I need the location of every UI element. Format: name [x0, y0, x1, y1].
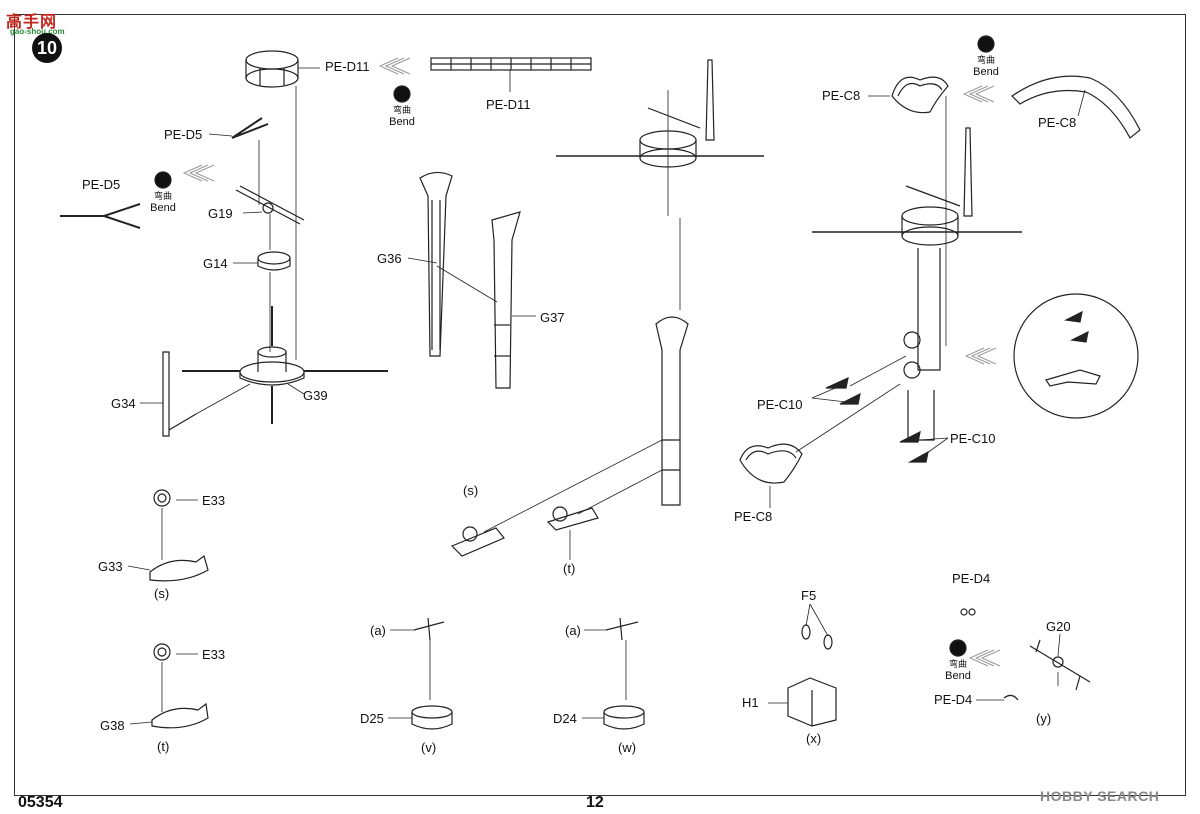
g37-part — [491, 211, 521, 389]
label-h1: H1 — [742, 695, 759, 710]
label-pe-c10-left: PE-C10 — [757, 397, 803, 412]
watermark: HOBBY SEARCH — [1040, 788, 1160, 804]
g39-part — [182, 306, 388, 424]
label-d24: D24 — [553, 711, 577, 726]
bend-arrow-d11 — [378, 57, 411, 75]
pe-c8-strip-part — [1011, 75, 1141, 139]
bend-note-cn: 弯曲 — [392, 105, 411, 115]
bend-note-cn: 弯曲 — [153, 191, 172, 201]
label-sub-v: (v) — [421, 740, 437, 755]
label-sub-a1: (a) — [370, 623, 386, 638]
bend-note-d5: 弯曲 Bend — [138, 190, 188, 214]
pe-d11-strip-part — [430, 57, 592, 71]
bend-note-d11: 弯曲 Bend — [377, 104, 427, 128]
bend-note-cn: 弯曲 — [948, 659, 967, 669]
label-e33-b: E33 — [202, 647, 226, 662]
pe-c8-top-part — [891, 76, 949, 114]
label-sub-x: (x) — [806, 731, 822, 746]
label-pe-d4-bottom: PE-D4 — [934, 692, 973, 707]
label-pe-d4-top: PE-D4 — [952, 571, 991, 586]
site-logo-url: gao-shou.com — [10, 27, 65, 36]
right-mast — [812, 127, 1022, 441]
label-d25: D25 — [360, 711, 384, 726]
label-sub-s1: (s) — [154, 586, 170, 601]
label-sub-y: (y) — [1036, 711, 1052, 726]
step-number: 10 — [32, 33, 62, 63]
label-pe-c8-strip: PE-C8 — [1038, 115, 1077, 130]
pe-c8-bottom-part — [739, 443, 803, 484]
label-sub-a2: (a) — [565, 623, 581, 638]
label-e33-a: E33 — [202, 493, 226, 508]
label-g14: G14 — [203, 256, 228, 271]
label-g19: G19 — [208, 206, 233, 221]
bend-note-en: Bend — [150, 202, 176, 214]
g36-part — [419, 171, 453, 357]
label-pe-d5-left: PE-D5 — [82, 177, 121, 192]
label-sub-t2: (t) — [563, 561, 576, 576]
pe-d11-ring-part — [245, 50, 299, 88]
label-pe-d5-top: PE-D5 — [164, 127, 203, 142]
label-sub-s2: (s) — [463, 483, 479, 498]
label-pe-c10-right: PE-C10 — [950, 431, 996, 446]
bend-note-c8: 弯曲 Bend — [961, 54, 1011, 78]
center-mast-pole — [655, 316, 689, 506]
site-logo: 高手网 — [6, 14, 58, 31]
label-sub-w: (w) — [618, 740, 637, 755]
label-g39: G39 — [303, 388, 328, 403]
center-mast-top — [556, 59, 764, 216]
bend-note-en: Bend — [945, 670, 971, 682]
label-sub-t1: (t) — [157, 739, 170, 754]
label-pe-c8-bottom: PE-C8 — [734, 509, 773, 524]
page-number: 12 — [586, 794, 604, 811]
page-frame — [14, 14, 1186, 796]
label-pe-c8-top: PE-C8 — [822, 88, 861, 103]
bend-note-cn: 弯曲 — [976, 55, 995, 65]
label-f5: F5 — [801, 588, 817, 603]
label-pe-d11-ring: PE-D11 — [325, 59, 370, 74]
label-g20: G20 — [1046, 619, 1071, 634]
label-g38: G38 — [100, 718, 125, 733]
bend-note-d4: 弯曲 Bend — [933, 658, 983, 682]
label-g37: G37 — [540, 310, 565, 325]
g19-part — [235, 185, 305, 225]
product-code: 05354 — [18, 794, 63, 811]
label-g36: G36 — [377, 251, 402, 266]
bend-note-en: Bend — [389, 116, 415, 128]
label-g34: G34 — [111, 396, 136, 411]
label-pe-d11-strip: PE-D11 — [486, 97, 531, 112]
label-g33: G33 — [98, 559, 123, 574]
bend-note-en: Bend — [973, 66, 999, 78]
